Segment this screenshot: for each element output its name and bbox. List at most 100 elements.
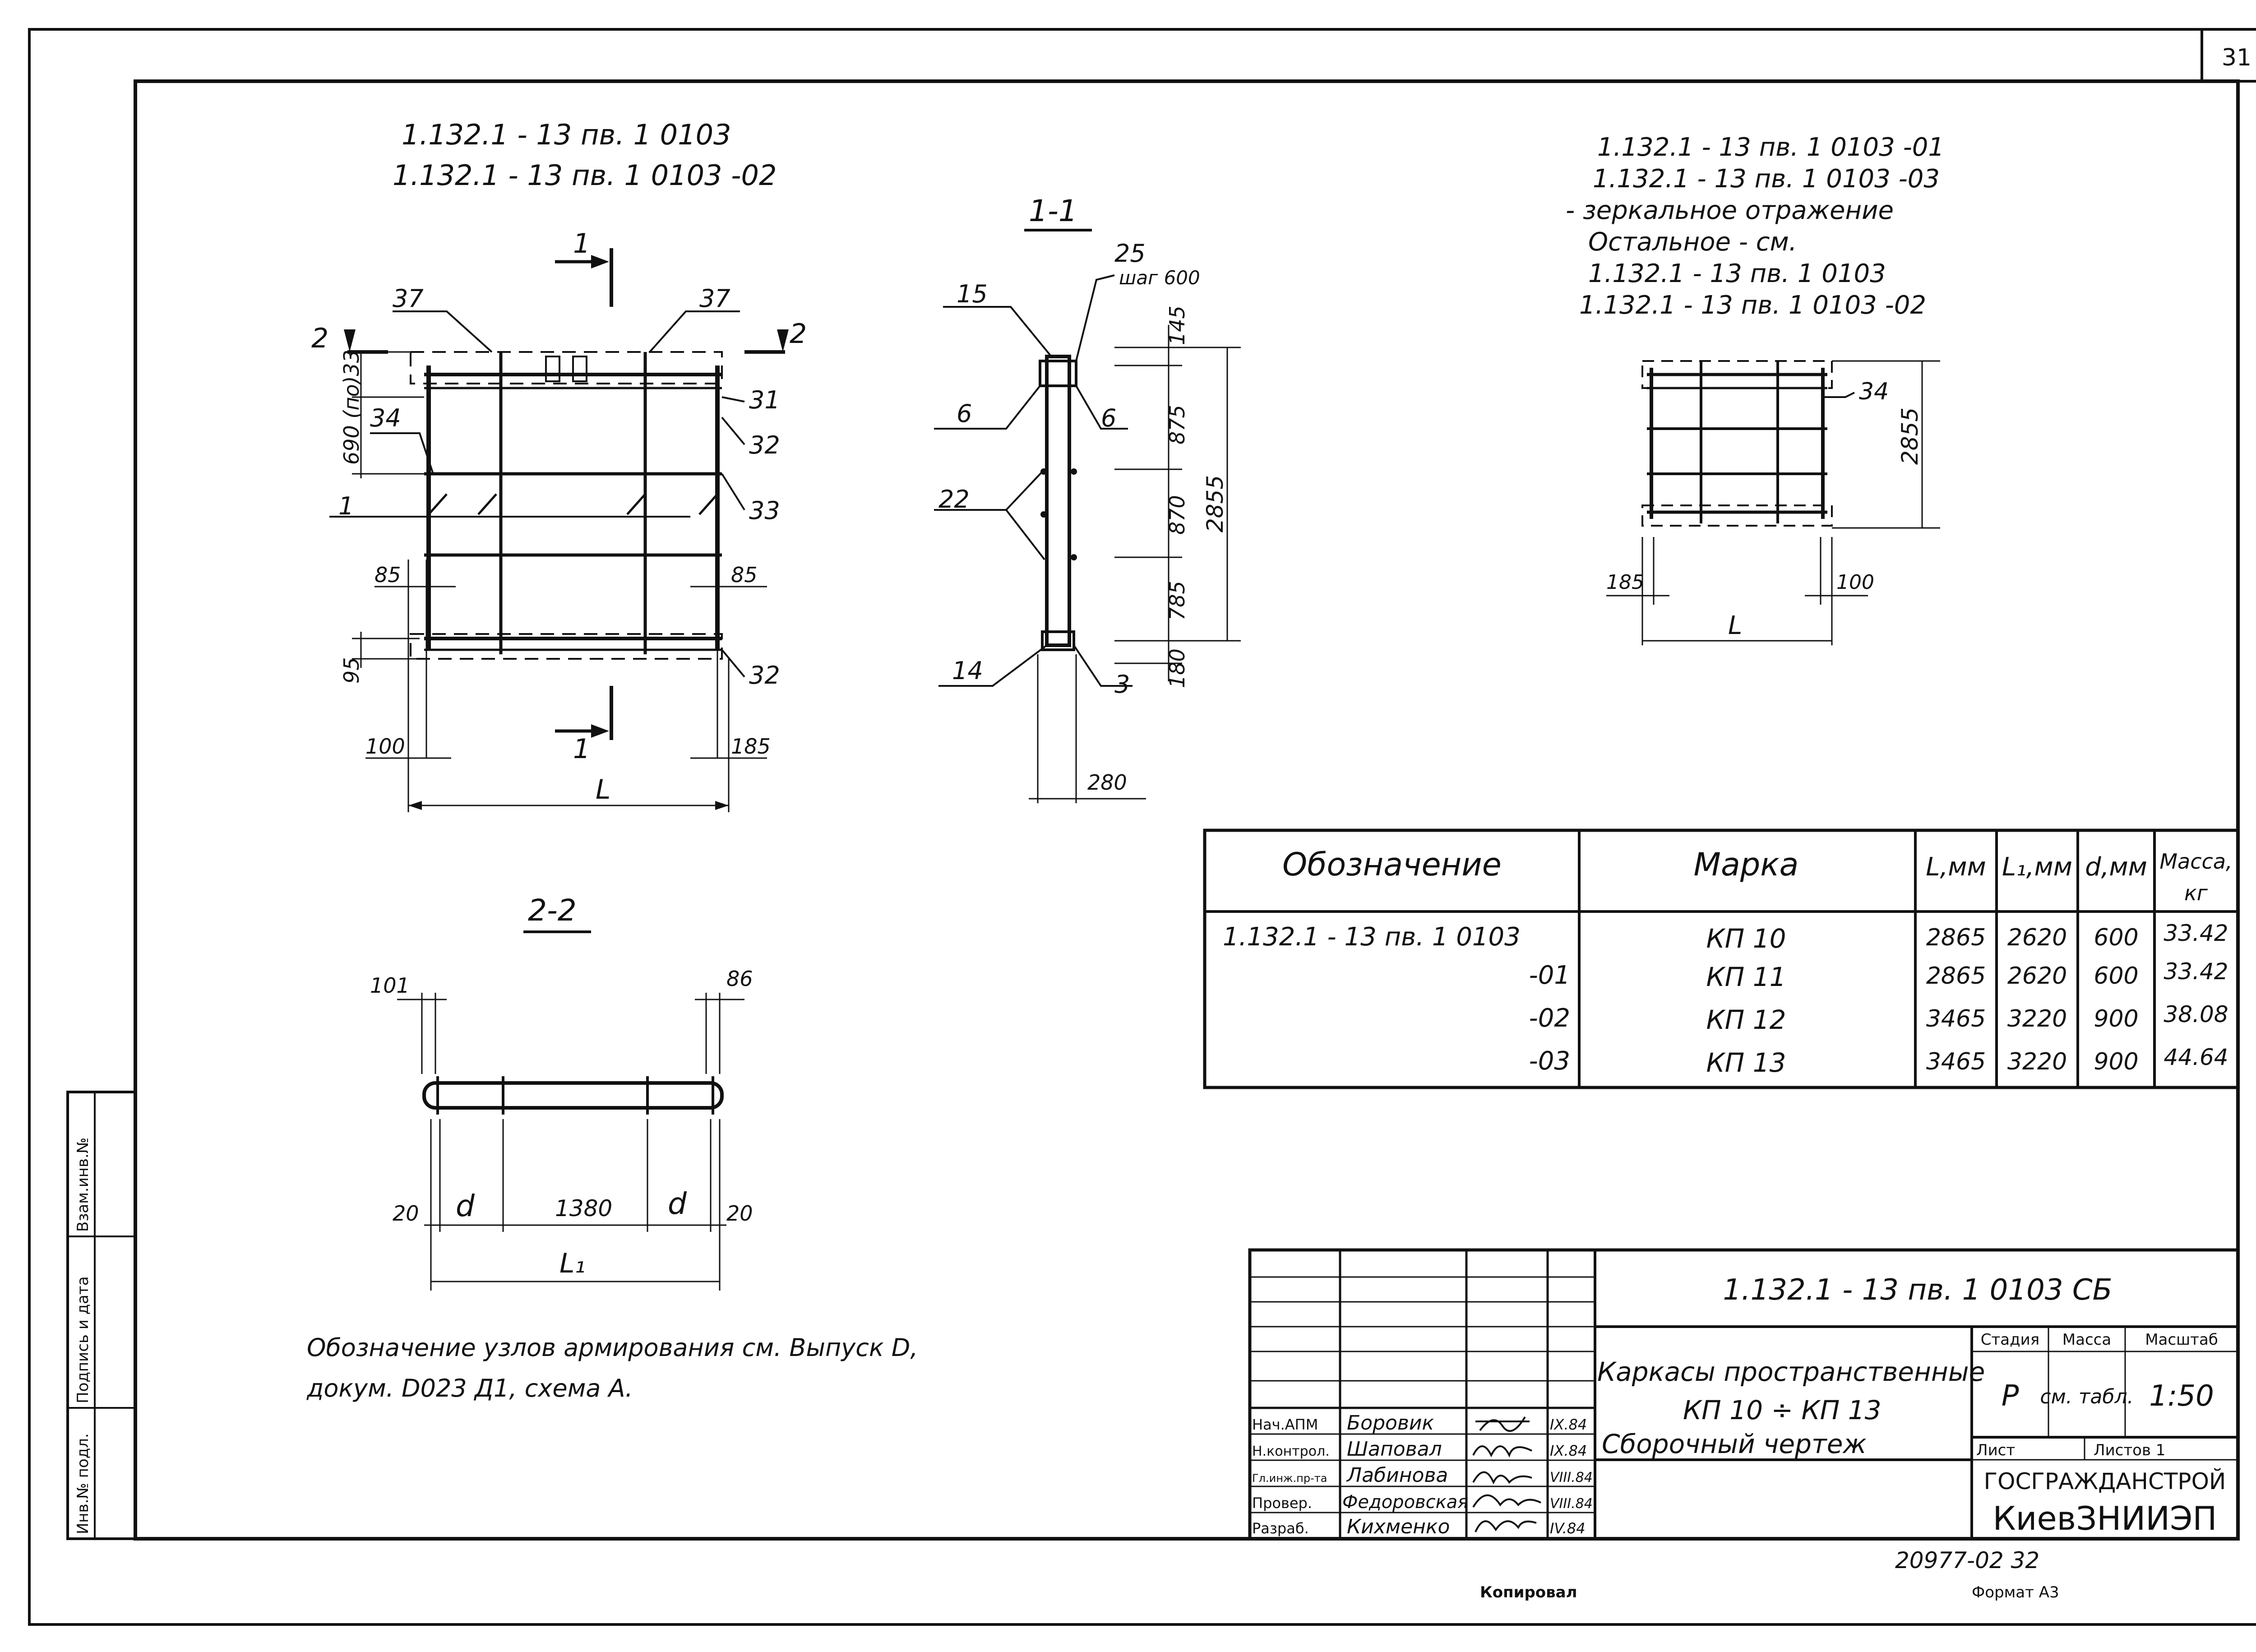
section-1-title: 1-1 xyxy=(1029,194,1077,228)
dim-785: 785 xyxy=(1165,581,1189,620)
mark-37b: 37 xyxy=(699,284,730,313)
svg-text:900: 900 xyxy=(2094,1048,2138,1075)
th-designation: Обозначение xyxy=(1282,846,1502,883)
svg-text:VIII.84: VIII.84 xyxy=(1550,1496,1593,1512)
svg-text:3220: 3220 xyxy=(2007,1005,2067,1032)
mark-15: 15 xyxy=(957,280,988,308)
svg-text:-02: -02 xyxy=(1529,1004,1570,1033)
dim-85a: 85 xyxy=(374,563,401,587)
doc-number: 20977-02 32 xyxy=(1895,1547,2039,1573)
svg-text:Федоровская: Федоровская xyxy=(1342,1492,1468,1513)
view-title-1: 1.132.1 - 13 пв. 1 0103 xyxy=(402,118,731,151)
dim-100-r: 100 xyxy=(1836,571,1874,594)
mirror-title-1: 1.132.1 - 13 пв. 1 0103 -01 xyxy=(1597,133,1944,162)
mark-34: 34 xyxy=(370,404,401,432)
svg-text:КП 12: КП 12 xyxy=(1706,1004,1786,1035)
svg-text:Лабинова: Лабинова xyxy=(1346,1464,1448,1487)
doc-name-3: Сборочный чертеж xyxy=(1602,1429,1867,1459)
stage-value: Р xyxy=(2002,1379,2019,1413)
mark-1: 1 xyxy=(338,492,354,520)
dim-1380: 1380 xyxy=(555,1195,612,1222)
svg-text:900: 900 xyxy=(2094,1005,2138,1032)
svg-text:-01: -01 xyxy=(1529,961,1570,990)
svg-text:3465: 3465 xyxy=(1926,1048,1986,1075)
note-line-1: Обозначение узлов армирования см. Выпуск… xyxy=(307,1333,918,1362)
mark-25-step: шаг 600 xyxy=(1119,267,1200,289)
signatures xyxy=(1472,1416,1541,1532)
mark-31: 31 xyxy=(749,386,780,414)
svg-text:Кихменко: Кихменко xyxy=(1347,1515,1450,1538)
list-item: Н.контрол. Шаповал IX.84 xyxy=(1252,1438,1587,1461)
mirror-title-2: 1.132.1 - 13 пв. 1 0103 -03 xyxy=(1593,164,1940,194)
svg-text:IX.84: IX.84 xyxy=(1550,1416,1587,1433)
doc-name-1: Каркасы пространственные xyxy=(1597,1356,1985,1387)
list-item: Провер. Федоровская VIII.84 xyxy=(1252,1492,1593,1513)
dim-280: 280 xyxy=(1087,770,1127,795)
dim-L-r: L xyxy=(1728,611,1742,640)
org-2: КиевЗНИИЭП xyxy=(1992,1499,2217,1537)
dim-L1: L₁ xyxy=(559,1248,585,1279)
mark-33: 33 xyxy=(749,496,780,525)
svg-text:Шаповал: Шаповал xyxy=(1347,1438,1442,1461)
svg-text:33.42: 33.42 xyxy=(2164,920,2228,946)
mark-32a: 32 xyxy=(749,431,780,459)
table-row: -02 КП 12 3465 3220 900 38.08 xyxy=(1529,1001,2228,1035)
table-row: -01 КП 11 2865 2620 600 33.42 xyxy=(1529,958,2228,992)
svg-text:3465: 3465 xyxy=(1926,1005,1986,1032)
svg-text:2620: 2620 xyxy=(2007,963,2067,990)
page-number: 31 xyxy=(2222,44,2251,71)
svg-text:КП 11: КП 11 xyxy=(1706,962,1786,992)
col-mass: Масса xyxy=(2062,1331,2111,1349)
stamp-inv: Инв.№ подл. xyxy=(74,1433,92,1534)
mark-34r: 34 xyxy=(1859,378,1889,405)
sect-mark-2a: 2 xyxy=(311,323,328,354)
dim-180: 180 xyxy=(1165,648,1189,688)
sect-mark-1b: 1 xyxy=(573,733,590,765)
mark-6a: 6 xyxy=(957,399,972,428)
dim-85b: 85 xyxy=(731,563,758,587)
th-mark: Марка xyxy=(1694,846,1799,883)
note-line-2: докум. D023 Д1, схема А. xyxy=(306,1374,633,1402)
col-stage: Стадия xyxy=(1981,1331,2039,1349)
svg-text:600: 600 xyxy=(2094,963,2138,990)
dim-20b: 20 xyxy=(726,1201,753,1226)
col-scale: Масштаб xyxy=(2145,1331,2218,1349)
th-d: d,мм xyxy=(2085,852,2147,882)
dim-875: 875 xyxy=(1165,405,1189,444)
svg-text:Нач.АПМ: Нач.АПМ xyxy=(1252,1416,1318,1433)
mirror-view: 1.132.1 - 13 пв. 1 0103 -01 1.132.1 - 13… xyxy=(1566,133,1944,645)
mark-25: 25 xyxy=(1114,239,1146,268)
svg-text:44.64: 44.64 xyxy=(2164,1044,2228,1070)
doc-code: 1.132.1 - 13 пв. 1 0103 СБ xyxy=(1723,1273,2113,1307)
table-row: 1.132.1 - 13 пв. 1 0103 КП 10 2865 2620 … xyxy=(1223,920,2228,954)
outer-frame xyxy=(28,28,2256,1626)
dim-d1: d xyxy=(456,1189,475,1223)
svg-text:-03: -03 xyxy=(1529,1046,1570,1076)
svg-text:33.42: 33.42 xyxy=(2164,958,2228,985)
sect-mark-1a: 1 xyxy=(573,228,590,259)
org-1: ГОСГРАЖДАНСТРОЙ xyxy=(1984,1468,2226,1495)
section-2-2: 2-2 101 86 20 20 d d 1380 L₁ xyxy=(370,893,753,1291)
format-label: Формат А3 xyxy=(1972,1583,2059,1601)
svg-text:VIII.84: VIII.84 xyxy=(1550,1470,1593,1485)
dim-101: 101 xyxy=(370,973,410,998)
th-mass-unit: кг xyxy=(2184,881,2208,905)
side-stamp: Взам.инв.№ Подпись и дата Инв.№ подл. xyxy=(66,1091,137,1540)
sect-mark-2b: 2 xyxy=(790,318,807,350)
sheet-label: Лист xyxy=(1976,1441,2015,1459)
svg-text:Гл.инж.пр-та: Гл.инж.пр-та xyxy=(1252,1472,1327,1485)
dim-145: 145 xyxy=(1165,305,1189,345)
svg-text:КП 10: КП 10 xyxy=(1706,923,1786,954)
copied-label: Копировал xyxy=(1480,1583,1577,1601)
svg-text:2865: 2865 xyxy=(1926,924,1986,951)
dim-L: L xyxy=(596,774,610,805)
list-item: Разраб. Кихменко IV.84 xyxy=(1252,1515,1586,1538)
svg-text:38.08: 38.08 xyxy=(2164,1001,2228,1027)
svg-text:Разраб.: Разраб. xyxy=(1252,1520,1309,1537)
stamp-replace: Взам.инв.№ xyxy=(74,1138,92,1232)
dim-95: 95 xyxy=(339,657,364,684)
doc-name-2: КП 10 ÷ КП 13 xyxy=(1683,1395,1882,1425)
dim-d2: d xyxy=(668,1186,687,1221)
inner-frame xyxy=(134,79,2240,1541)
